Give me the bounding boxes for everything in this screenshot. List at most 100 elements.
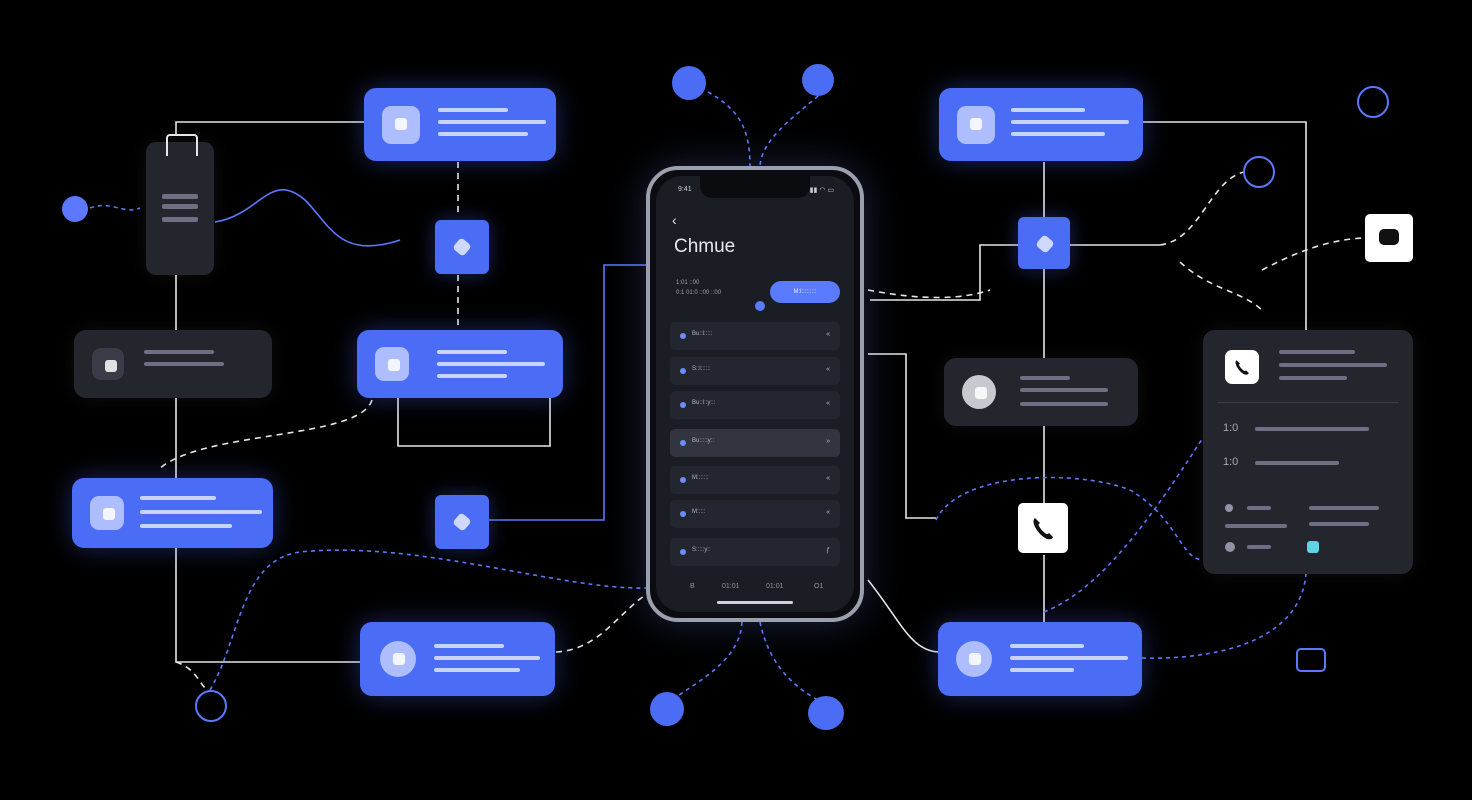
tab-item[interactable]: B: [690, 583, 695, 590]
placeholder-line: [437, 350, 507, 354]
robot-glyph: [1379, 229, 1399, 245]
placeholder-line: [1011, 132, 1105, 136]
diamond-node-icon[interactable]: [62, 196, 88, 222]
list-item[interactable]: S:::::y:: ƒ: [670, 538, 840, 566]
list-item[interactable]: Bu::l::::: «: [670, 322, 840, 350]
tab-item[interactable]: 01:01: [766, 583, 784, 590]
phone-icon[interactable]: [1225, 350, 1259, 384]
stat-bar: [1255, 427, 1369, 431]
user-list-card[interactable]: [72, 478, 273, 548]
tag-icon[interactable]: [435, 495, 489, 549]
home-indicator: [717, 601, 793, 604]
chevron-icon: «: [826, 509, 830, 516]
phone-call-icon[interactable]: [1018, 503, 1068, 553]
placeholder-line: [162, 217, 198, 222]
blue-dashed-wire: [671, 621, 743, 701]
dashed-wire: [555, 591, 651, 653]
list-item[interactable]: M::::::: «: [670, 466, 840, 494]
settings-card[interactable]: [74, 330, 272, 398]
phone-screen: 9:41 ▮▮ ◠ ▭ ‹ Chmue 1:01 ::00 0:1 01:0 :…: [656, 176, 854, 612]
wire: [175, 548, 360, 663]
list-item-label: M:::::::: [692, 475, 709, 481]
phone-glyph: [1235, 360, 1249, 375]
bottom-right-pill-icon[interactable]: [808, 696, 844, 730]
chevron-icon: «: [826, 400, 830, 407]
primary-button[interactable]: M:l:::::::::: [770, 281, 840, 303]
blue-wire: [214, 189, 401, 247]
placeholder-line: [1011, 108, 1085, 112]
list-item-label: S::l::::::: [692, 366, 711, 372]
wire: [1143, 121, 1307, 330]
dashed-wire: [157, 399, 373, 471]
placeholder-line: [1020, 402, 1108, 406]
list-item[interactable]: Bu::l::y::: «: [670, 391, 840, 419]
list-item-label: S:::::y::: [692, 547, 711, 553]
page-title: Chmue: [674, 236, 736, 257]
basket-node-icon[interactable]: [1296, 648, 1326, 672]
placeholder-line: [437, 374, 507, 378]
panel-divider: [1217, 402, 1399, 403]
dashed-wire: [175, 661, 213, 693]
list-item-label: Bu:::::y::: [692, 438, 715, 444]
indicator-dot: [755, 301, 765, 311]
phone-notch: [700, 176, 810, 198]
phone-mockup: 9:41 ▮▮ ◠ ▭ ‹ Chmue 1:01 ::00 0:1 01:0 :…: [646, 166, 864, 622]
placeholder-line: [1010, 644, 1084, 648]
status-time: 9:41: [678, 186, 692, 193]
dashed-wire: [867, 289, 991, 299]
tab-item[interactable]: O1: [814, 583, 824, 590]
placeholder-line: [1309, 506, 1379, 510]
link-icon[interactable]: [435, 220, 489, 274]
notifications-card[interactable]: [939, 88, 1143, 161]
shield-icon: [1307, 541, 1319, 553]
placeholder-line: [1279, 363, 1387, 367]
square-node-icon[interactable]: [1243, 156, 1275, 188]
placeholder-line: [437, 362, 545, 366]
top-right-pill-icon[interactable]: [802, 64, 834, 96]
bottom-left-pill-icon[interactable]: [650, 692, 684, 726]
blue-dashed-wire: [707, 91, 751, 167]
chevron-icon: «: [826, 331, 830, 338]
list-item[interactable]: S::l:::::: «: [670, 357, 840, 385]
top-left-pill-icon[interactable]: [672, 66, 706, 100]
placeholder-line: [438, 132, 528, 136]
list-item-selected[interactable]: Bu:::::y:: »: [670, 429, 840, 457]
bullet-icon: [680, 511, 686, 517]
placeholder-line: [144, 350, 214, 354]
list-item[interactable]: M::::: «: [670, 500, 840, 528]
message-card[interactable]: [360, 622, 555, 696]
placeholder-line: [140, 524, 232, 528]
placeholder-line: [144, 362, 224, 366]
wire: [870, 244, 1018, 301]
clock-node-icon[interactable]: [1357, 86, 1389, 118]
dashed-wire: [1179, 261, 1263, 311]
placeholder-line: [1279, 376, 1347, 380]
back-icon[interactable]: ‹: [672, 212, 677, 228]
blue-dashed-wire: [1043, 435, 1205, 613]
stat-value-1: 1:0: [1223, 422, 1239, 434]
placeholder-line: [438, 108, 508, 112]
profile-card[interactable]: [364, 88, 556, 161]
card-node-icon[interactable]: [195, 690, 227, 722]
contact-detail-panel: 1:0 1:0: [1203, 330, 1413, 574]
placeholder-line: [1279, 350, 1355, 354]
robot-icon[interactable]: [1365, 214, 1413, 262]
account-card[interactable]: [357, 330, 563, 398]
device-clip: [166, 134, 198, 156]
placeholder-line: [140, 510, 262, 514]
dark-device-card: [146, 142, 214, 275]
placeholder-line: [1020, 388, 1108, 392]
chart-icon[interactable]: [1018, 217, 1070, 269]
tab-item[interactable]: 01:01: [722, 583, 740, 590]
contact-card[interactable]: [944, 358, 1138, 426]
bell-icon: [957, 105, 995, 144]
placeholder-line: [434, 656, 540, 660]
account-icon: [375, 347, 409, 381]
phone-glyph: [1033, 518, 1053, 540]
placeholder-line: [434, 668, 520, 672]
placeholder-line: [434, 644, 504, 648]
call-log-card[interactable]: [938, 622, 1142, 696]
chevron-icon: ƒ: [826, 547, 830, 554]
bullet-icon: [680, 440, 686, 446]
